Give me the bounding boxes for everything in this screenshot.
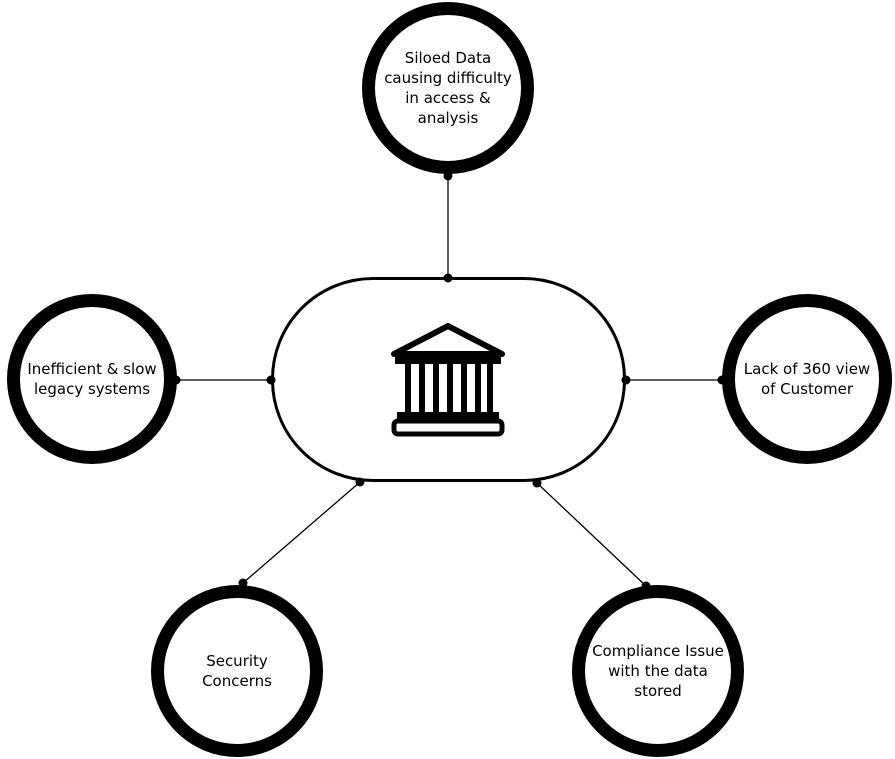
node-legacy-systems: Inefficient & slow legacy systems	[7, 294, 177, 464]
node-siloed-data: Siloed Data causing difficulty in access…	[362, 2, 534, 174]
central-hub	[271, 277, 626, 482]
connector-bottom-left	[242, 481, 361, 584]
node-compliance: Compliance Issue with the data stored	[572, 585, 744, 757]
node-customer-view: Lack of 360 view of Customer	[722, 294, 892, 464]
node-security: Security Concerns	[151, 585, 323, 757]
node-legacy-systems-label: Inefficient & slow legacy systems	[27, 360, 157, 398]
node-compliance-label: Compliance Issue with the data stored	[592, 642, 724, 700]
connector-bottom-right	[536, 482, 647, 587]
bank-icon	[391, 323, 505, 437]
node-security-label: Security Concerns	[202, 652, 272, 690]
node-siloed-data-label: Siloed Data causing difficulty in access…	[384, 49, 512, 127]
node-customer-view-label: Lack of 360 view of Customer	[743, 360, 871, 398]
